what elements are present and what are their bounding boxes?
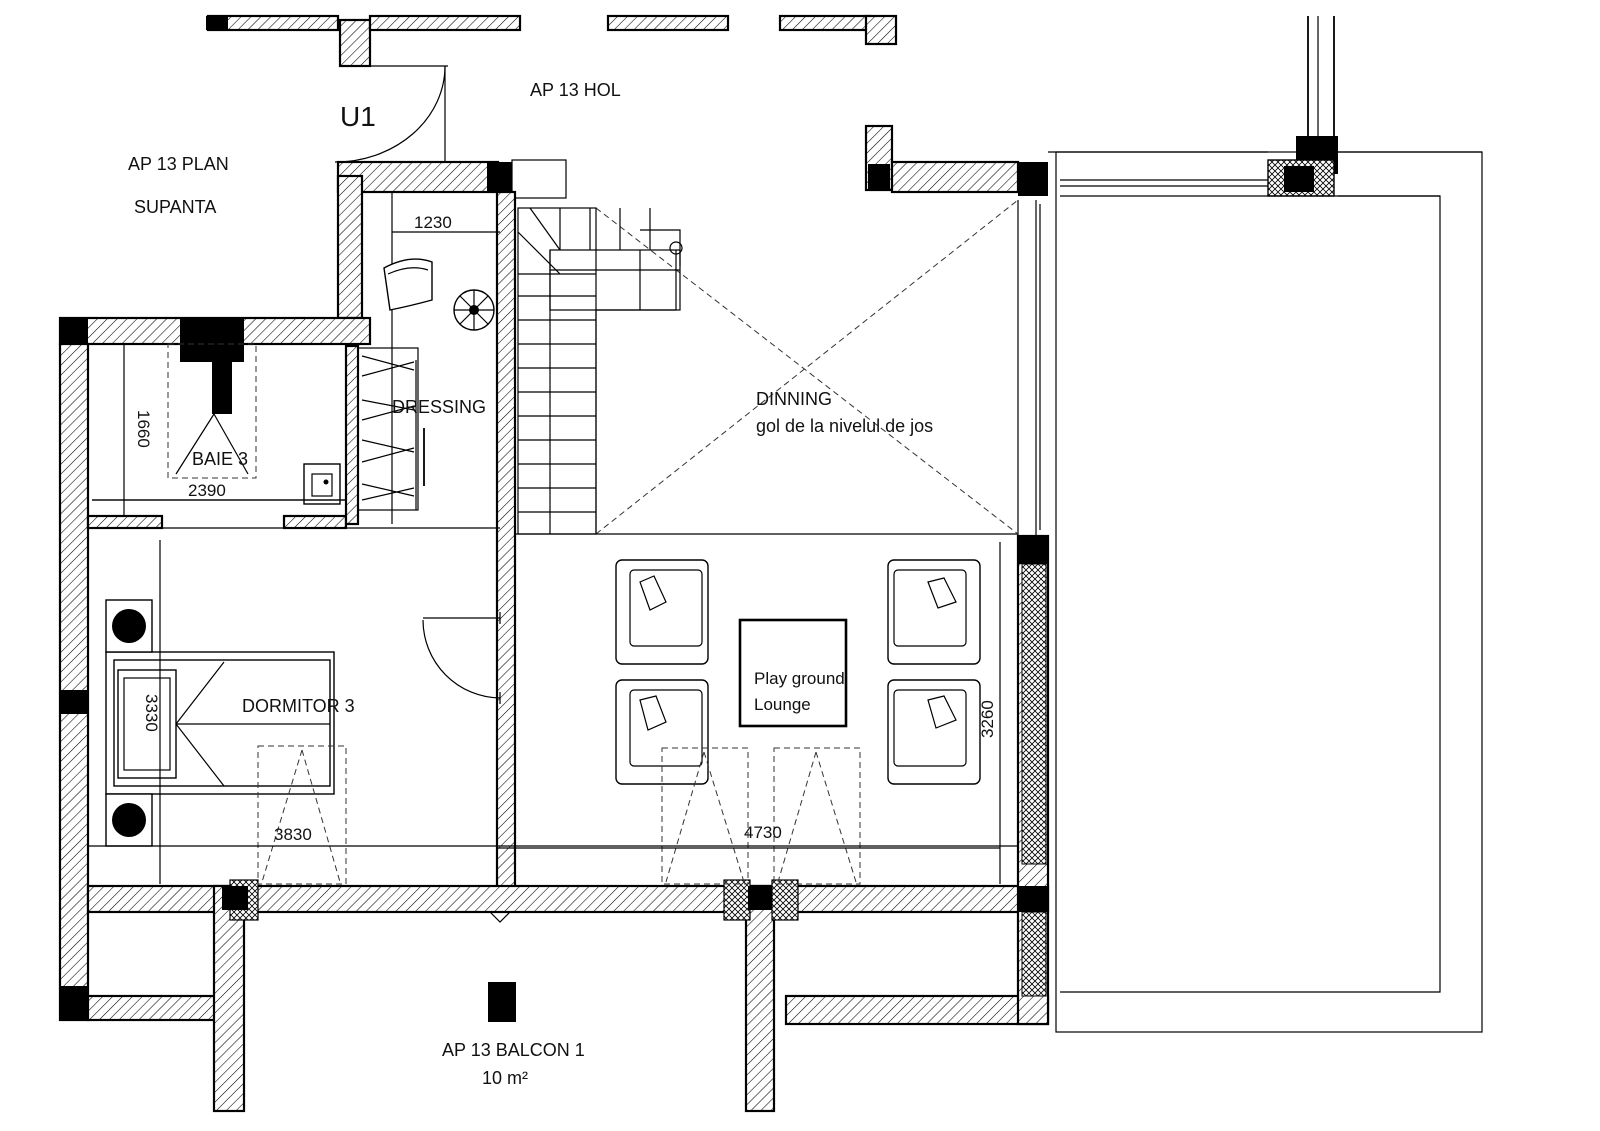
dinning-label: DINNING [756,389,832,409]
hall-walls [336,174,517,894]
dim-3260: 3260 [978,700,997,738]
staircase [517,207,683,535]
dim-1660: 1660 [134,410,153,448]
plan-label-line1: AP 13 PLAN [128,154,229,174]
desk-chair [383,258,433,311]
bedroom-door [422,612,501,704]
playground-table [738,618,848,728]
plan-label-line2: SUPANTA [134,197,216,217]
bedroom-window-swing [257,745,347,885]
baie-label: BAIE 3 [192,449,248,469]
armchair [887,559,981,665]
balcon-label-line2: 10 m² [482,1068,528,1088]
dim-3330: 3330 [142,694,161,732]
outer-walls-left [58,316,372,1022]
dressing-wardrobe [357,347,425,511]
balcony-door-marker [489,911,511,923]
unit-label: U1 [340,101,376,132]
nightstand-lamps [105,599,153,847]
armchair [615,559,709,665]
dim-2390: 2390 [188,481,226,500]
balcony-column [488,982,516,1022]
playground-label-line2: Lounge [754,695,811,714]
dim-4730: 4730 [744,823,782,842]
dressing-label: DRESSING [392,397,486,417]
dim-3830: 3830 [274,825,312,844]
entrance-door [334,65,446,163]
armchair [887,679,981,785]
dormitor-label: DORMITOR 3 [242,696,355,716]
dim-1230: 1230 [414,213,452,232]
lounge-window-swings [661,747,861,885]
armchair [615,679,709,785]
dimension-lines [88,231,1018,884]
dinning-sublabel: gol de la nivelul de jos [756,416,933,436]
bottom-wall [86,534,1050,1113]
hol-label: AP 13 HOL [530,80,621,100]
terrace-outline [1055,151,1483,1033]
void-diagonals [595,199,1019,535]
central-top-wall [336,124,1482,199]
playground-label-line1: Play ground [754,669,845,688]
balcon-label-line1: AP 13 BALCON 1 [442,1040,585,1060]
top-wall-fragments [206,14,898,68]
bed [105,651,335,795]
right-window-column [1267,16,1338,197]
plant-icon [453,289,495,331]
